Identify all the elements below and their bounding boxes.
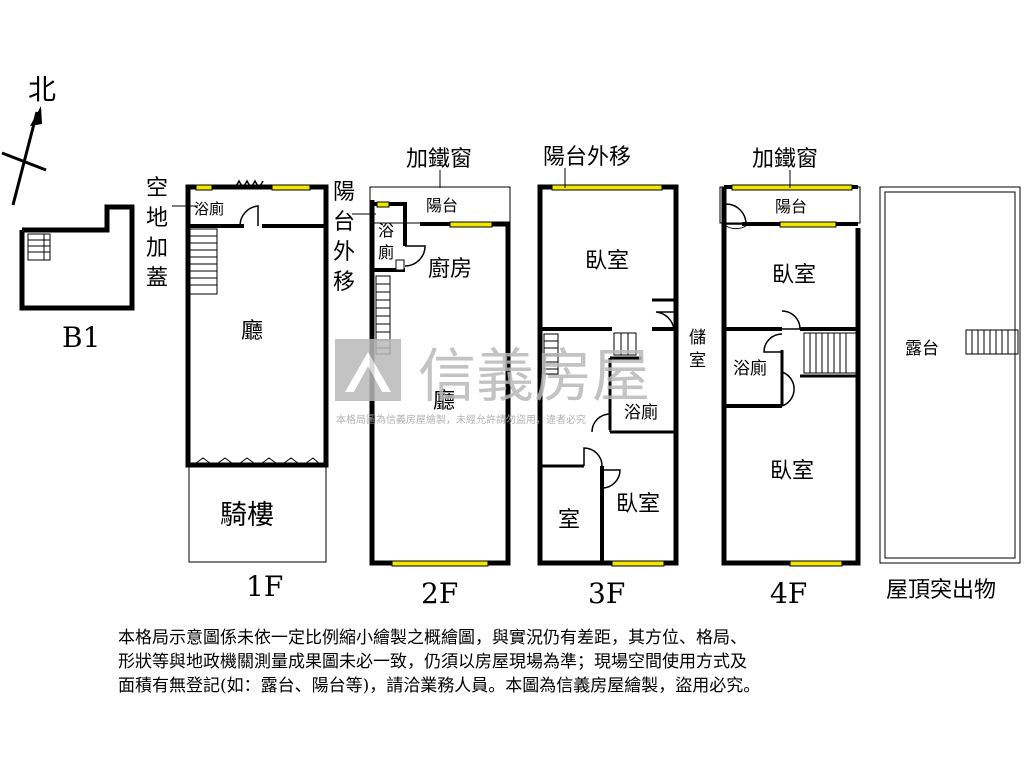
b1-stair: [27, 233, 51, 261]
disclaimer: 本格局示意圖係未依一定比例縮小繪製之概繪圖，與實況仍有差距，其方位、格局、 形狀…: [118, 626, 918, 698]
roof-outline-inner: [884, 191, 1016, 559]
roof-label: 屋頂突出物: [886, 578, 996, 603]
3f-bedroom-back-label: 臥室: [616, 492, 660, 517]
1f-arcade-label: 騎樓: [220, 500, 274, 531]
floor-b1: B1: [19, 204, 135, 354]
2f-bath-label-2: 廁: [378, 243, 394, 262]
3f-bath-wall: [610, 356, 642, 360]
floor-4f: 加鐵窗 陽台 臥室 浴廁 臥室 4F: [719, 147, 861, 610]
4f-balcony-door: [725, 203, 747, 225]
1f-window-left: [195, 184, 213, 191]
2f-bath-door: [404, 245, 426, 267]
1f-window-right: [271, 184, 311, 191]
2f-label: 2F: [421, 577, 458, 610]
4f-label: 4F: [770, 577, 807, 610]
compass: 北: [1, 73, 56, 206]
2f-window-balcony: [449, 221, 493, 228]
4f-bath-door: [763, 333, 783, 353]
3f-label: 3F: [588, 577, 625, 610]
disclaimer-line-2: 形狀等與地政機關測量成果圖未必一致，仍須以房屋現場為準；現場空間使用方式及: [118, 652, 747, 672]
2f-bath-small-door: [395, 259, 405, 271]
1f-hall-label: 廳: [241, 319, 263, 344]
3f-storage-door: [655, 311, 676, 331]
1f-note-2: 地: [146, 206, 168, 231]
1f-label: 1F: [246, 570, 283, 603]
roof-outline-outer: [879, 186, 1021, 564]
2f-window-bath: [376, 201, 390, 208]
3f-top-note: 陽台外移: [543, 145, 631, 170]
3f-stair: [543, 332, 637, 375]
1f-heater-zigzag: [234, 179, 264, 190]
2f-hall-label: 廳: [433, 389, 455, 414]
2f-top-note: 加鐵窗: [406, 147, 472, 172]
2f-kitchen-label: 廚房: [428, 257, 472, 282]
watermark: 信義房屋 本格局圖為信義房屋繪製，未經允許請勿盜用，違者必究: [335, 339, 650, 426]
2f-bath-label-1: 浴: [378, 221, 394, 240]
disclaimer-line-1: 本格局示意圖係未依一定比例縮小繪製之概繪圖，與實況仍有差距，其方位、格局、: [118, 628, 747, 648]
disclaimer-line-3: 面積有無登記(如：露台、陽台等)，請洽業務人員。本圖為信義房屋繪製，盜用必究。: [118, 676, 761, 696]
2f-side-note-2: 台: [333, 210, 355, 235]
floor-2f: 加鐵窗 陽 台 外 移 陽台 浴 廁 廚房 廳 2F: [333, 147, 511, 610]
roof-stair: [965, 329, 1019, 355]
4f-stair: [803, 332, 857, 374]
2f-side-note-1: 陽: [333, 180, 355, 205]
1f-arcade: [188, 465, 327, 563]
3f-bath-label: 浴廁: [624, 402, 658, 423]
3f-window-bottom: [611, 560, 665, 567]
watermark-logo-mark: [345, 352, 391, 392]
watermark-brand: 信義房屋: [418, 342, 650, 410]
floor-3f: 陽台外移 臥室 儲 室 浴廁 室 臥室 3F: [537, 145, 706, 610]
4f-top-note: 加鐵窗: [752, 147, 818, 172]
4f-bedroom-door: [781, 310, 801, 330]
3f-room-door: [583, 447, 603, 467]
roof-terrace-label: 露台: [905, 339, 939, 359]
1f-note-4: 蓋: [146, 266, 168, 291]
4f-balcony-door-lower: [725, 225, 747, 230]
3f-window-top: [551, 184, 663, 191]
b1-outline: [19, 204, 135, 311]
4f-window-top: [731, 184, 853, 191]
compass-north-label: 北: [28, 73, 56, 106]
compass-cross-line: [1, 151, 47, 172]
4f-bath-label: 浴廁: [733, 358, 767, 379]
1f-bath-label: 浴廁: [194, 200, 224, 218]
4f-bath-door-lower: [781, 371, 795, 407]
4f-window-bottom: [789, 560, 843, 567]
3f-room-label: 室: [558, 508, 580, 533]
4f-bedroom-back-label: 臥室: [770, 459, 814, 484]
2f-side-note-4: 移: [333, 270, 355, 295]
2f-window-bottom: [391, 560, 489, 567]
floor-roof: 露台 屋頂突出物: [879, 186, 1021, 603]
1f-note-3: 加: [146, 236, 168, 261]
compass-arrow-head: [30, 106, 42, 126]
watermark-caption: 本格局圖為信義房屋繪製，未經允許請勿盜用，違者必究: [336, 413, 586, 426]
3f-bedroom-door: [601, 469, 621, 489]
3f-storage-label-1: 儲: [689, 328, 706, 348]
3f-bath-door: [591, 413, 611, 433]
b1-label: B1: [62, 321, 100, 354]
1f-note-1: 空: [146, 176, 168, 201]
3f-bedroom-front-label: 臥室: [585, 249, 629, 274]
4f-balcony-label: 陽台: [775, 197, 807, 216]
1f-bath-door: [239, 205, 259, 226]
2f-side-note-3: 外: [333, 240, 355, 265]
floor-1f: 浴廁 廳 騎樓 1F 空 地 加 蓋: [146, 176, 329, 603]
3f-storage-label-2: 室: [689, 351, 706, 371]
4f-window-balcony: [779, 221, 837, 228]
4f-bedroom-front-label: 臥室: [772, 263, 816, 288]
1f-stair: [189, 228, 218, 295]
compass-arrow-line: [11, 111, 39, 206]
2f-balcony-label: 陽台: [426, 196, 458, 215]
watermark-logo: [335, 339, 401, 401]
